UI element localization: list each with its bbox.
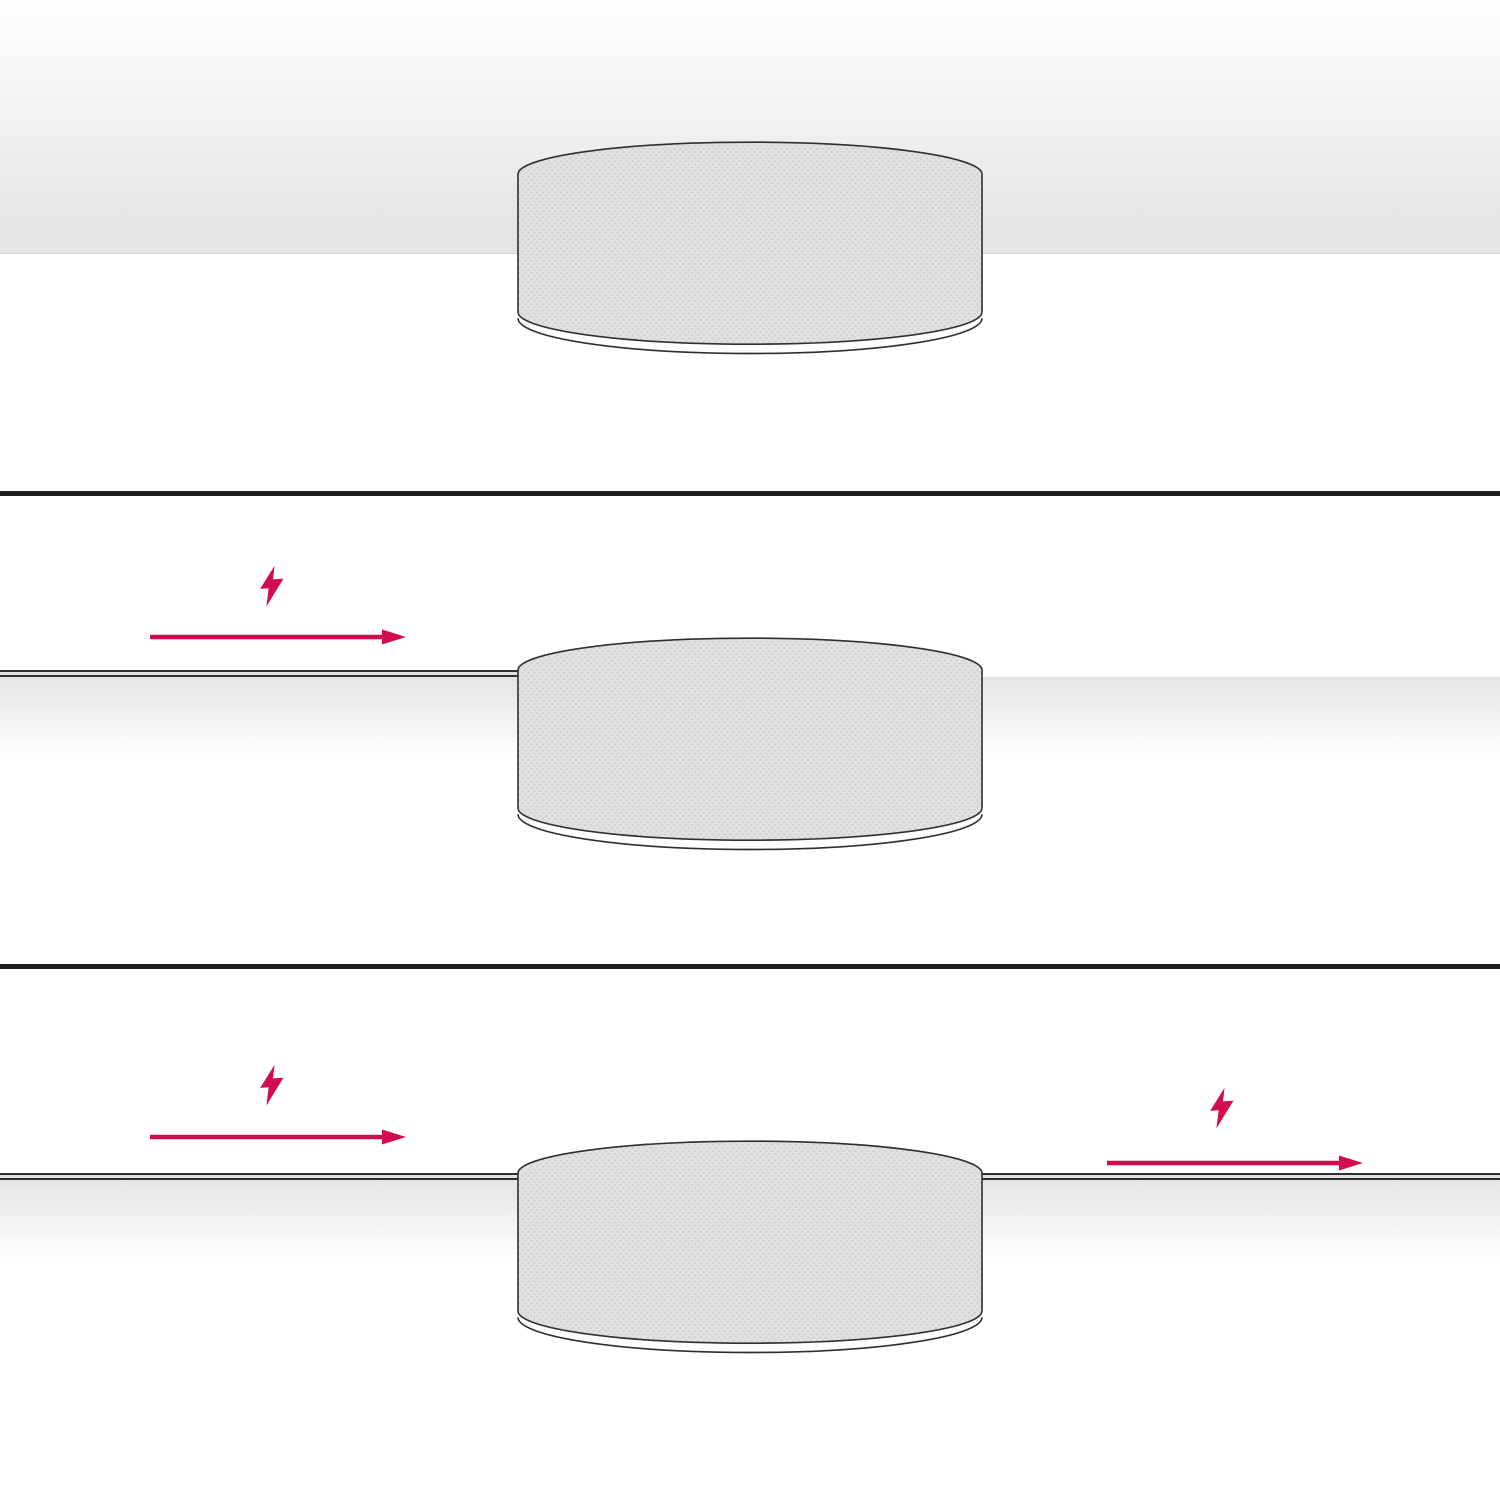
lightning-bolt-icon: [260, 1064, 284, 1106]
arrow-right-icon: [150, 1129, 406, 1145]
lightning-bolt-icon: [1210, 1087, 1234, 1129]
panel-lamp-no-cable: [0, 0, 1500, 491]
power-cable-left: [0, 670, 752, 677]
drum-lampshade: [517, 141, 983, 355]
panel-lamp-cable-through: [0, 969, 1500, 1500]
arrow-right-icon: [1107, 1155, 1363, 1171]
lightning-bolt-icon: [260, 565, 284, 607]
panel-lamp-cable-in: [0, 496, 1500, 964]
panel-divider: [0, 491, 1500, 496]
arrow-right-icon: [150, 629, 406, 645]
panel-divider: [0, 964, 1500, 969]
drum-lampshade: [517, 1140, 983, 1354]
drum-lampshade: [517, 637, 983, 851]
